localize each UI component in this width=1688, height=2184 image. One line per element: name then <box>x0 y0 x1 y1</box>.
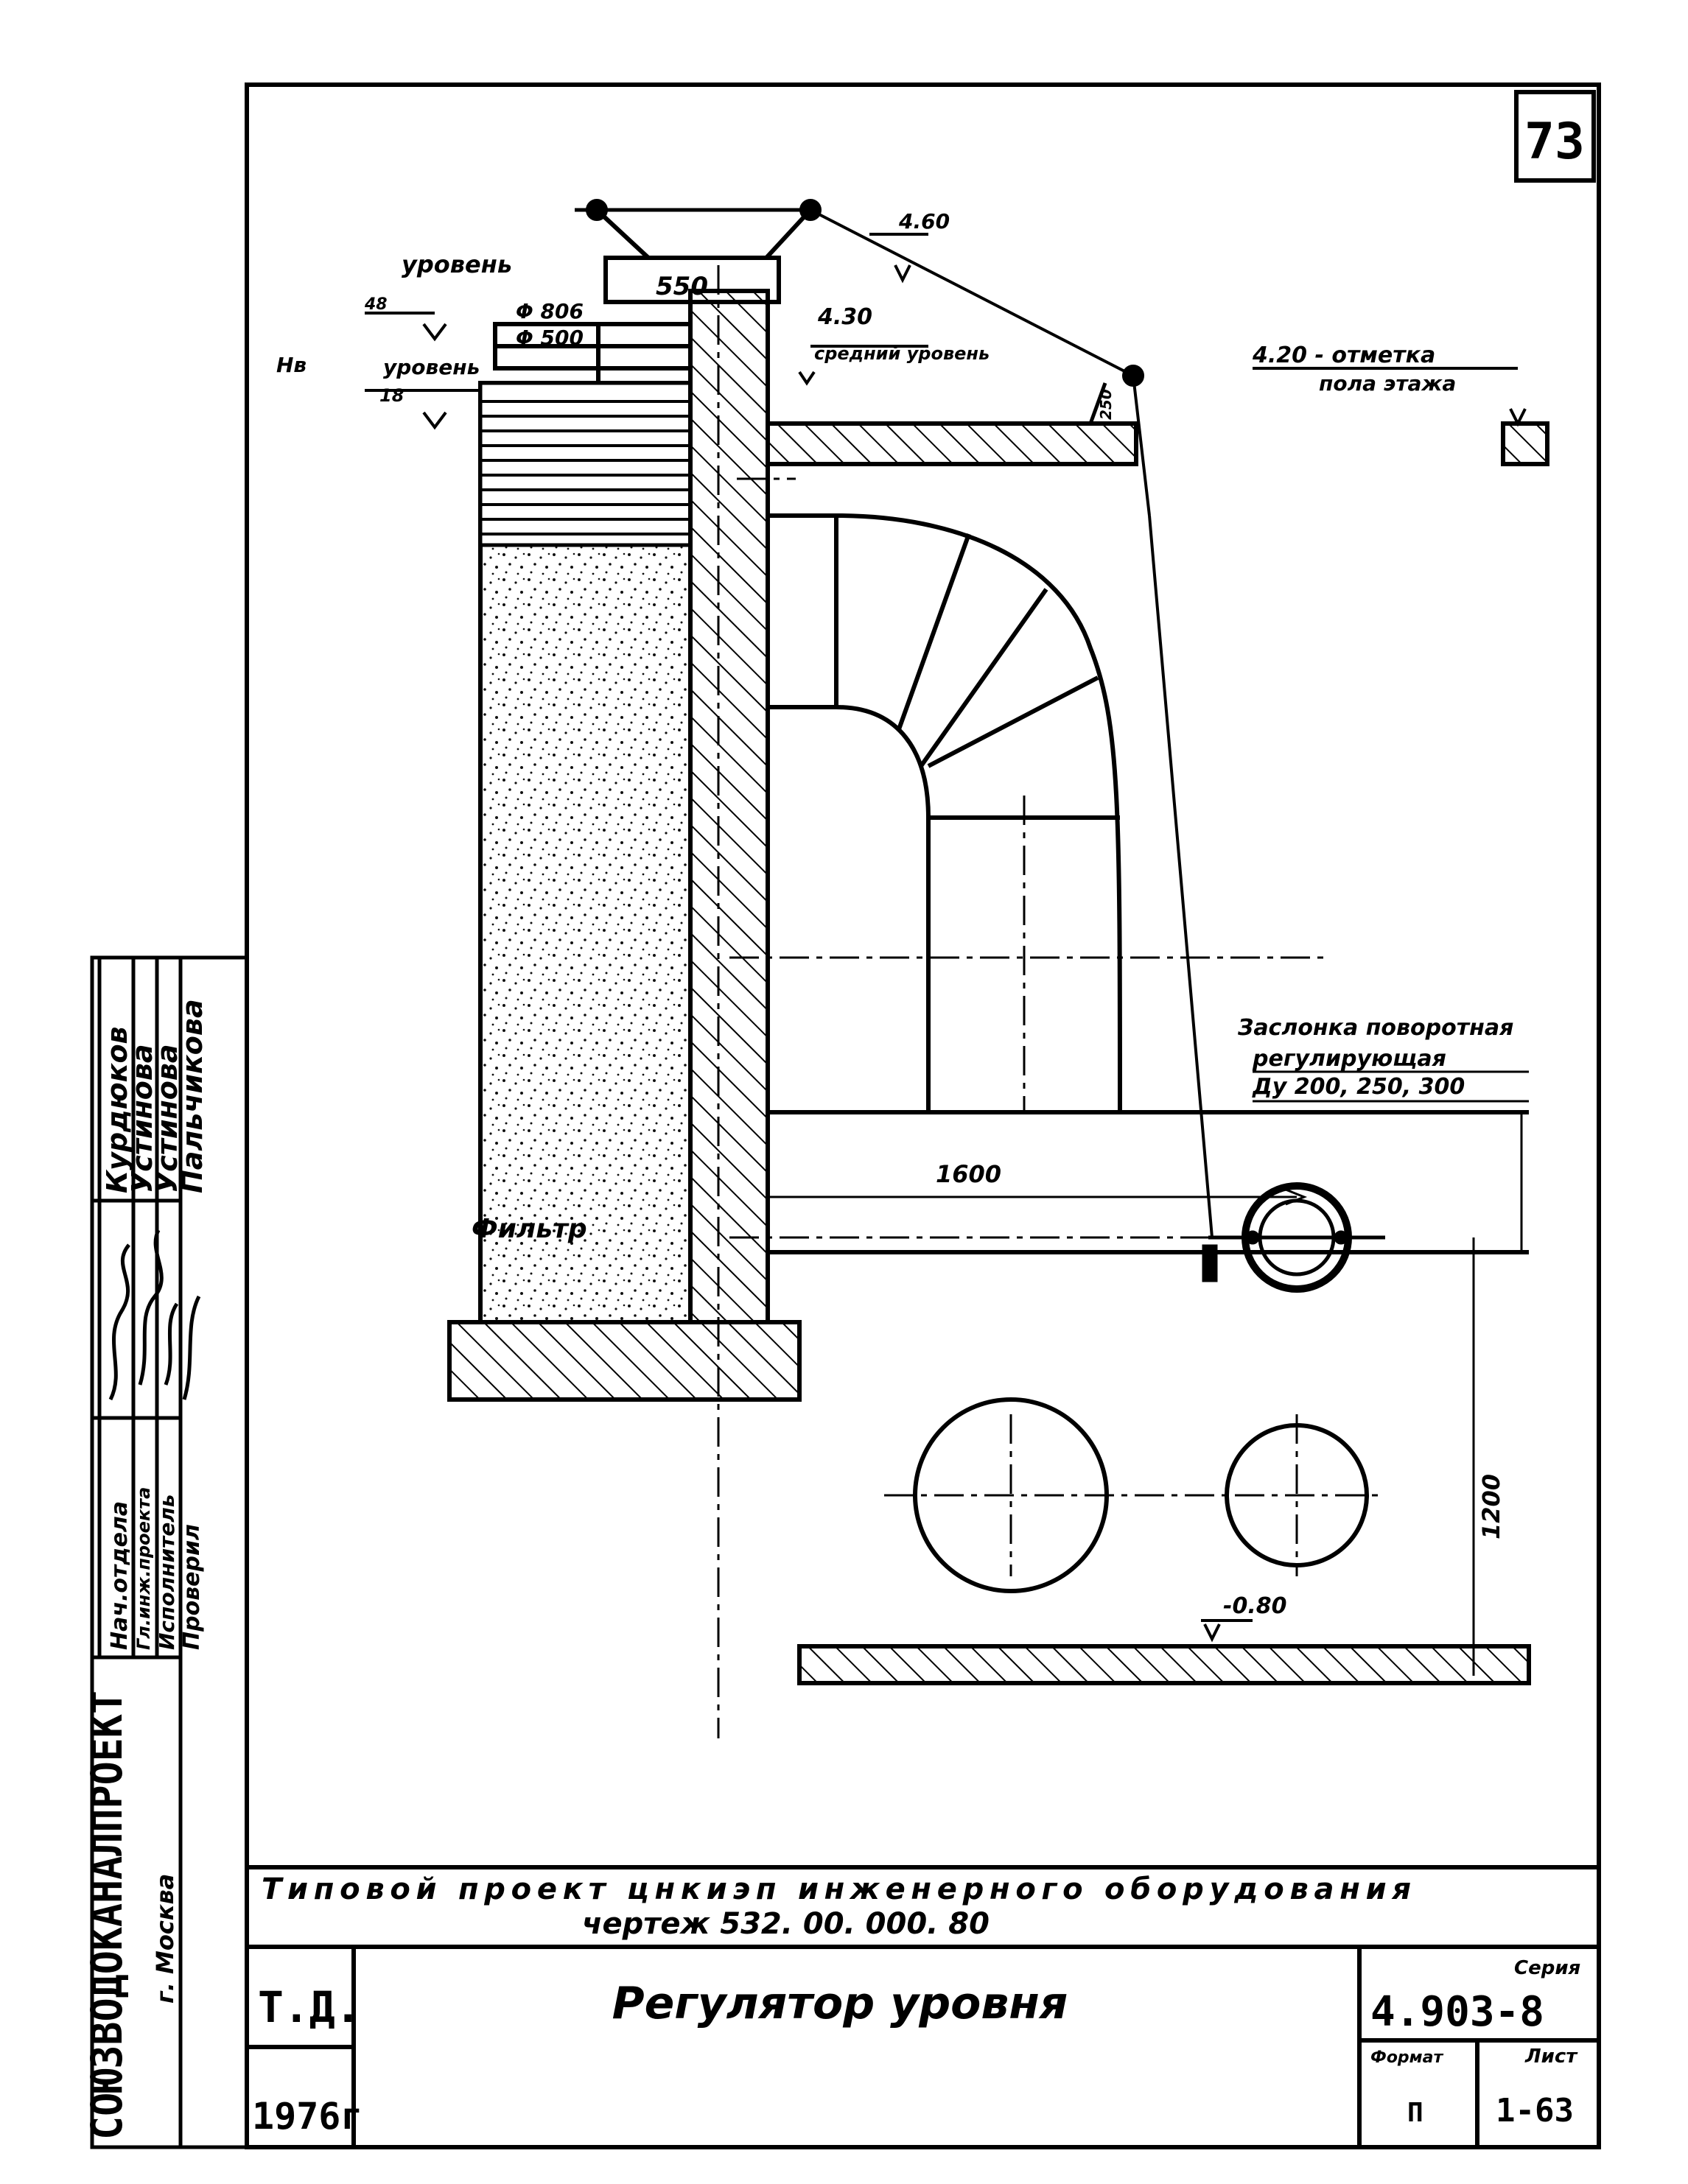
page-number: 73 <box>1524 113 1585 171</box>
level-marks <box>365 233 1527 1643</box>
mid-level-label: средний уровень <box>814 343 990 364</box>
project-line-1: Типовой проект цнкиэп инженерного оборуд… <box>262 1872 1411 1906</box>
valve-label-1: Заслонка поворотная <box>1237 1015 1513 1041</box>
sig-role-3: Исполнитель <box>155 1494 179 1650</box>
sig-name-2: Устинова <box>126 1044 158 1193</box>
year-label: 1976г <box>252 2095 363 2138</box>
series-label: Серия <box>1514 1957 1580 1979</box>
dim-d806: Φ 806 <box>516 299 584 323</box>
dim-1200: 1200 <box>1477 1474 1505 1539</box>
mark-460: 4.60 <box>898 209 950 234</box>
drawing-title: Регулятор уровня <box>612 1978 1068 2029</box>
series-value: 4.903-8 <box>1370 1988 1544 2036</box>
valve-label-3: Ду 200, 250, 300 <box>1252 1074 1465 1100</box>
sig-role-1: Нач.отдела <box>107 1501 133 1650</box>
level-upper-value: 48 <box>364 295 388 314</box>
dim-550: 550 <box>656 272 708 301</box>
sig-name-3: Устинова <box>151 1044 183 1193</box>
pipe-elbow <box>768 513 1529 1254</box>
level-lower-label: уровень <box>383 355 480 379</box>
org-city: г. Москва <box>151 1874 179 2004</box>
td-label: Т.Д. <box>258 1982 361 2032</box>
filter-label: Фильтр <box>472 1214 587 1244</box>
float-mechanism <box>493 199 1214 1238</box>
sig-name-1: Курдюков <box>101 1026 133 1193</box>
left-stamp <box>90 955 249 2149</box>
valve-label-2: регулирующая <box>1252 1046 1446 1072</box>
annotations: уровень 48 Нв уровень 18 550 Φ 806 Φ 500… <box>276 209 1513 1619</box>
concrete-walls <box>447 289 1549 1685</box>
sig-role-2: Гл.инж.проекта <box>133 1487 154 1650</box>
sheet-label: Лист <box>1524 2046 1578 2068</box>
pipe-outlets <box>913 1397 1369 1593</box>
filter-tank <box>478 381 693 1324</box>
format-value: П <box>1407 2098 1423 2128</box>
sheet-value: 1-63 <box>1496 2092 1574 2129</box>
floor-label: пола этажа <box>1319 371 1456 396</box>
centerlines <box>717 265 1385 1738</box>
sig-role-4: Проверил <box>179 1524 205 1650</box>
hw-label: Нв <box>276 353 307 377</box>
small-dim: 250 <box>1097 389 1115 420</box>
signature-table: Нач.отдела Гл.инж.проекта Исполнитель Пр… <box>101 999 209 1650</box>
format-label: Формат <box>1370 2048 1444 2067</box>
project-line-2: чертеж 532. 00. 000. 80 <box>582 1907 990 1941</box>
sig-name-4: Пальчикова <box>176 999 209 1193</box>
mark-430: 4.30 <box>817 304 872 330</box>
mark-minus080: -0.80 <box>1223 1593 1286 1619</box>
dimension-lines <box>768 1070 1529 1676</box>
level-upper-label: уровень <box>402 250 512 278</box>
butterfly-valve <box>1202 1182 1385 1293</box>
page-number-box <box>1514 90 1596 183</box>
mark-420: 4.20 - отметка <box>1252 343 1435 368</box>
dim-1600: 1600 <box>936 1160 1001 1188</box>
dim-d500: Φ 500 <box>516 326 584 350</box>
signature-scribble <box>108 1229 201 1401</box>
level-lower-value: 18 <box>379 385 404 406</box>
org-name: СОЮЗВОДОКАНАЛПРОЕКТ <box>82 1690 132 2140</box>
